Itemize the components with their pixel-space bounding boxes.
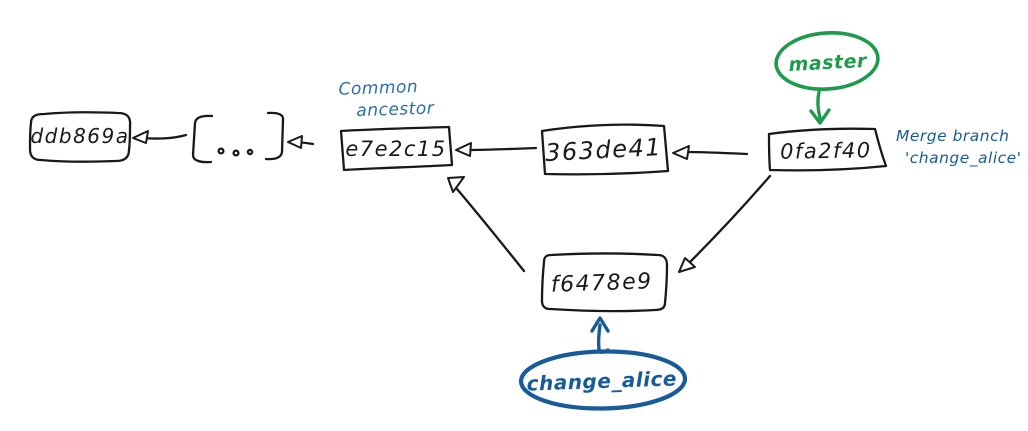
commit-node-ellipsis [191, 111, 285, 164]
commit-box [540, 252, 669, 313]
change-alice-pointer-line [596, 323, 610, 354]
merge-note-line1: Merge branch [896, 127, 1009, 145]
commit-hash-label: 0fa2f40 [780, 138, 872, 164]
arrow-f6478e9-to-e7e2c15 [447, 176, 526, 273]
arrowhead-icon [678, 257, 696, 273]
arrowhead-icon [672, 145, 690, 160]
common-ancestor-note: Common ancestor [338, 77, 435, 121]
merge-note-line2: 'change_alice' [905, 149, 1021, 168]
arrow-0fa2f40-to-f6478e9 [678, 174, 772, 273]
master-pointer-line [816, 90, 822, 120]
branch-tag-master: master [774, 31, 880, 125]
arrow-ellipsis-to-ddb869a [132, 130, 188, 144]
commit-hash-label: e7e2c15 [345, 137, 446, 161]
commit-box [339, 125, 454, 172]
common-ancestor-line2: ancestor [356, 98, 435, 121]
commit-box [28, 111, 132, 163]
right-bracket-glyph [264, 111, 285, 161]
merge-branch-note: Merge branch 'change_alice' [896, 127, 1021, 168]
ellipsis-dot [217, 147, 225, 155]
arrow-line [455, 187, 526, 273]
arrow-line [684, 150, 749, 156]
common-ancestor-line1: Common [338, 77, 418, 100]
branch-label-master: master [788, 50, 868, 76]
commit-hash-label: ddb869a [30, 124, 129, 148]
arrow-line [465, 146, 538, 152]
commit-node-ddb869a: ddb869a [28, 111, 132, 163]
arrowhead-icon [287, 135, 303, 149]
commit-hash-label: 363de41 [544, 133, 662, 167]
ellipsis-dot [232, 149, 240, 157]
arrowhead-icon [455, 142, 472, 157]
arrow-363de41-to-e7e2c15 [455, 142, 538, 157]
branch-oval [774, 31, 880, 91]
arrow-0fa2f40-to-363de41 [672, 145, 749, 160]
commit-box [540, 123, 670, 176]
commit-box [767, 127, 888, 172]
change-alice-pointer-arrowhead-icon [590, 316, 610, 333]
arrowhead-icon [132, 130, 149, 144]
commit-node-0fa2f40: 0fa2f40 [767, 127, 888, 172]
branch-label-change-alice: change_alice [526, 366, 677, 395]
commit-node-f6478e9: f6478e9 [540, 252, 669, 313]
arrow-e7e2c15-to-ellipsis [287, 135, 315, 149]
commit-hash-label: f6478e9 [550, 269, 653, 298]
arrowhead-icon [447, 176, 465, 193]
arrow-line [688, 174, 772, 264]
left-bracket-glyph [191, 114, 214, 164]
branch-tag-change-alice: change_alice [518, 316, 688, 411]
master-pointer-arrowhead-icon [809, 108, 831, 125]
commit-node-363de41: 363de41 [540, 123, 670, 176]
commit-node-e7e2c15: e7e2c15 [339, 125, 454, 172]
ellipsis-dot [246, 148, 254, 156]
